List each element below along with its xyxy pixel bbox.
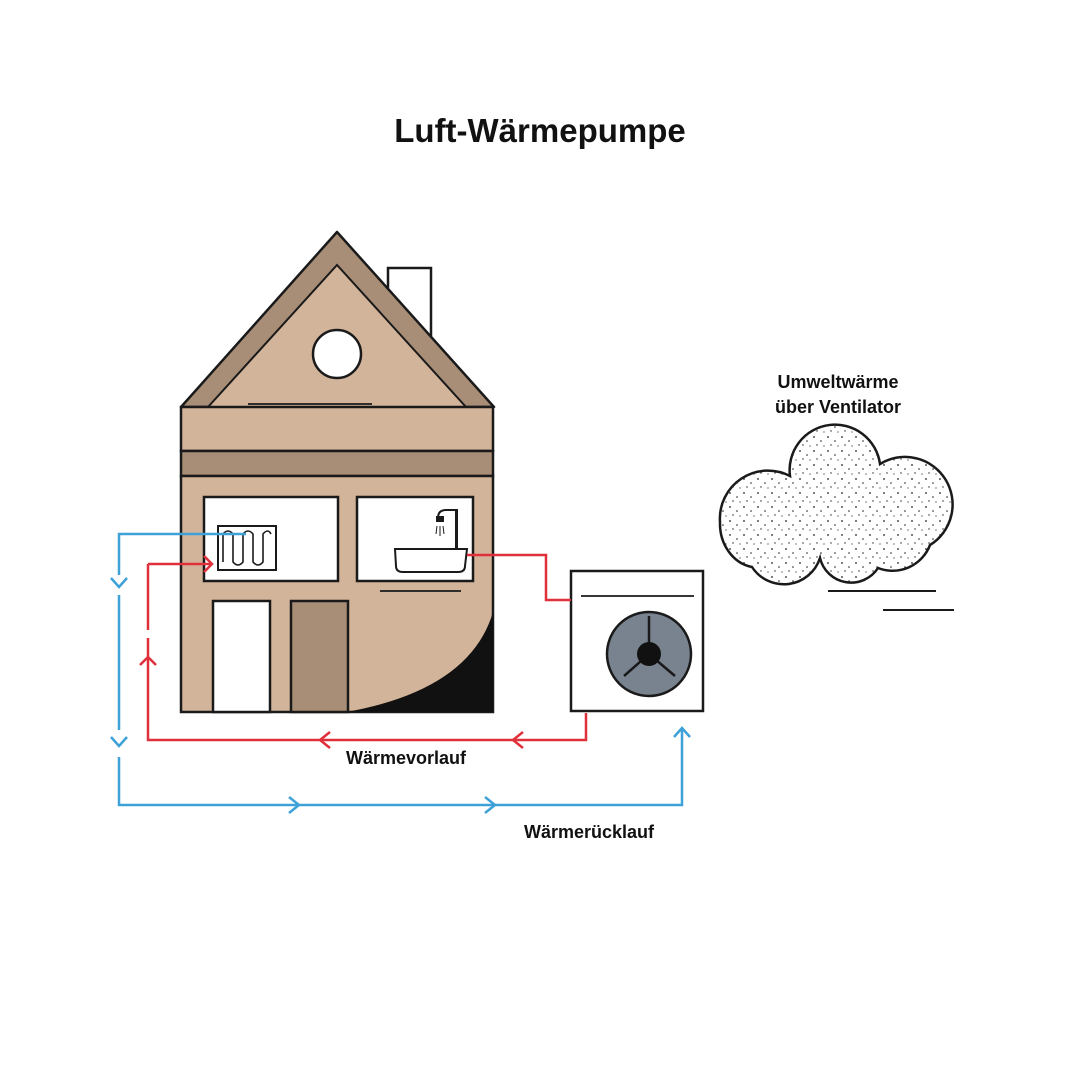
- bathtub-shower-icon: [393, 509, 469, 573]
- flow-arrow: [317, 731, 331, 749]
- heat-pump-unit: [569, 569, 705, 713]
- environment-heat-line1: Umweltwärme: [777, 372, 899, 392]
- environment-heat-label: Umweltwärme über Ventilator: [738, 370, 938, 420]
- diagram-title: Luft-Wärmepumpe: [394, 112, 686, 149]
- flow-arrow: [203, 555, 214, 573]
- house-band: [179, 449, 495, 478]
- attic-window: [311, 328, 363, 380]
- return-arrow: [110, 577, 128, 589]
- flow-arrow: [139, 655, 157, 666]
- return-arrow: [484, 796, 498, 814]
- flow-label: Wärmevorlauf: [346, 748, 467, 768]
- return-label: Wärmerücklauf: [524, 822, 655, 842]
- return-line: [110, 532, 691, 814]
- flow-arrow: [510, 731, 524, 749]
- fan-icon: [605, 610, 693, 698]
- return-arrow: [110, 736, 128, 748]
- house-roof: [179, 230, 496, 421]
- door-brown: [289, 599, 350, 714]
- house-wall: [179, 474, 495, 714]
- environment-heat-line2: über Ventilator: [774, 397, 902, 417]
- return-arrow: [673, 726, 691, 738]
- flow-line: [139, 553, 588, 749]
- cloud-icon: [718, 423, 954, 611]
- return-arrow: [288, 796, 302, 814]
- radiator-icon: [217, 525, 277, 571]
- door-white: [211, 599, 272, 714]
